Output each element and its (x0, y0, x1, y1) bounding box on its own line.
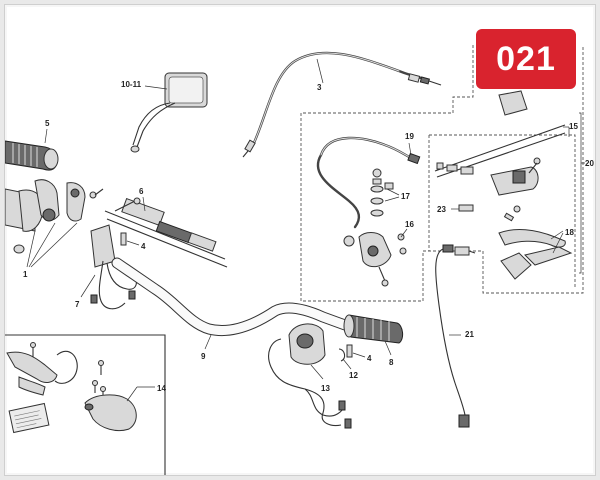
label-14: 14 (157, 384, 166, 393)
label-5: 5 (45, 119, 50, 128)
label-16: 16 (405, 220, 414, 229)
label-7: 7 (75, 300, 80, 309)
label-4-right: 4 (367, 354, 372, 363)
brake-caliper-icon[interactable] (343, 232, 407, 287)
group-outline-kit (5, 334, 166, 475)
label-18: 18 (565, 228, 574, 237)
switch-housing-icon[interactable] (268, 323, 352, 429)
label-8: 8 (389, 358, 394, 367)
label-20: 20 (585, 159, 594, 168)
throttle-cable-icon[interactable] (242, 51, 442, 158)
label-21: 21 (465, 330, 474, 339)
label-12: 12 (349, 371, 358, 380)
exploded-parts-diagram: 10-11 3 5 (5, 45, 594, 475)
handlebar-icon[interactable] (111, 257, 351, 337)
grip-icon[interactable] (5, 140, 59, 171)
label-9: 9 (201, 352, 206, 361)
throttle-assembly[interactable] (104, 197, 228, 268)
label-10-11: 10-11 (121, 80, 142, 89)
page-number-badge: 021 (476, 29, 576, 89)
label-15: 15 (569, 122, 578, 131)
switch-housing-icon[interactable] (5, 179, 104, 254)
brake-lever-icon[interactable] (434, 90, 573, 280)
label-19: 19 (405, 132, 414, 141)
label-1: 1 (23, 270, 28, 279)
banjo-bolt-icon[interactable] (370, 168, 394, 217)
group-outline-lever (428, 134, 576, 287)
label-4-left: 4 (141, 242, 146, 251)
decal-sheet-icon[interactable] (8, 402, 50, 434)
diagram-frame: 10-11 3 5 (4, 4, 596, 476)
grip-icon[interactable] (343, 314, 404, 344)
label-6: 6 (139, 187, 144, 196)
switch-plug-icon[interactable] (458, 204, 474, 212)
hand-guard-kit-icon[interactable] (6, 342, 137, 432)
pin-icon[interactable] (346, 344, 353, 358)
label-17: 17 (401, 192, 410, 201)
brake-hose-icon[interactable] (316, 136, 421, 229)
label-23: 23 (437, 205, 446, 214)
mirror-icon[interactable] (130, 72, 208, 153)
pin-icon[interactable] (120, 232, 127, 246)
brake-light-switch-icon[interactable] (435, 244, 476, 428)
label-3: 3 (317, 83, 322, 92)
label-13: 13 (321, 384, 330, 393)
